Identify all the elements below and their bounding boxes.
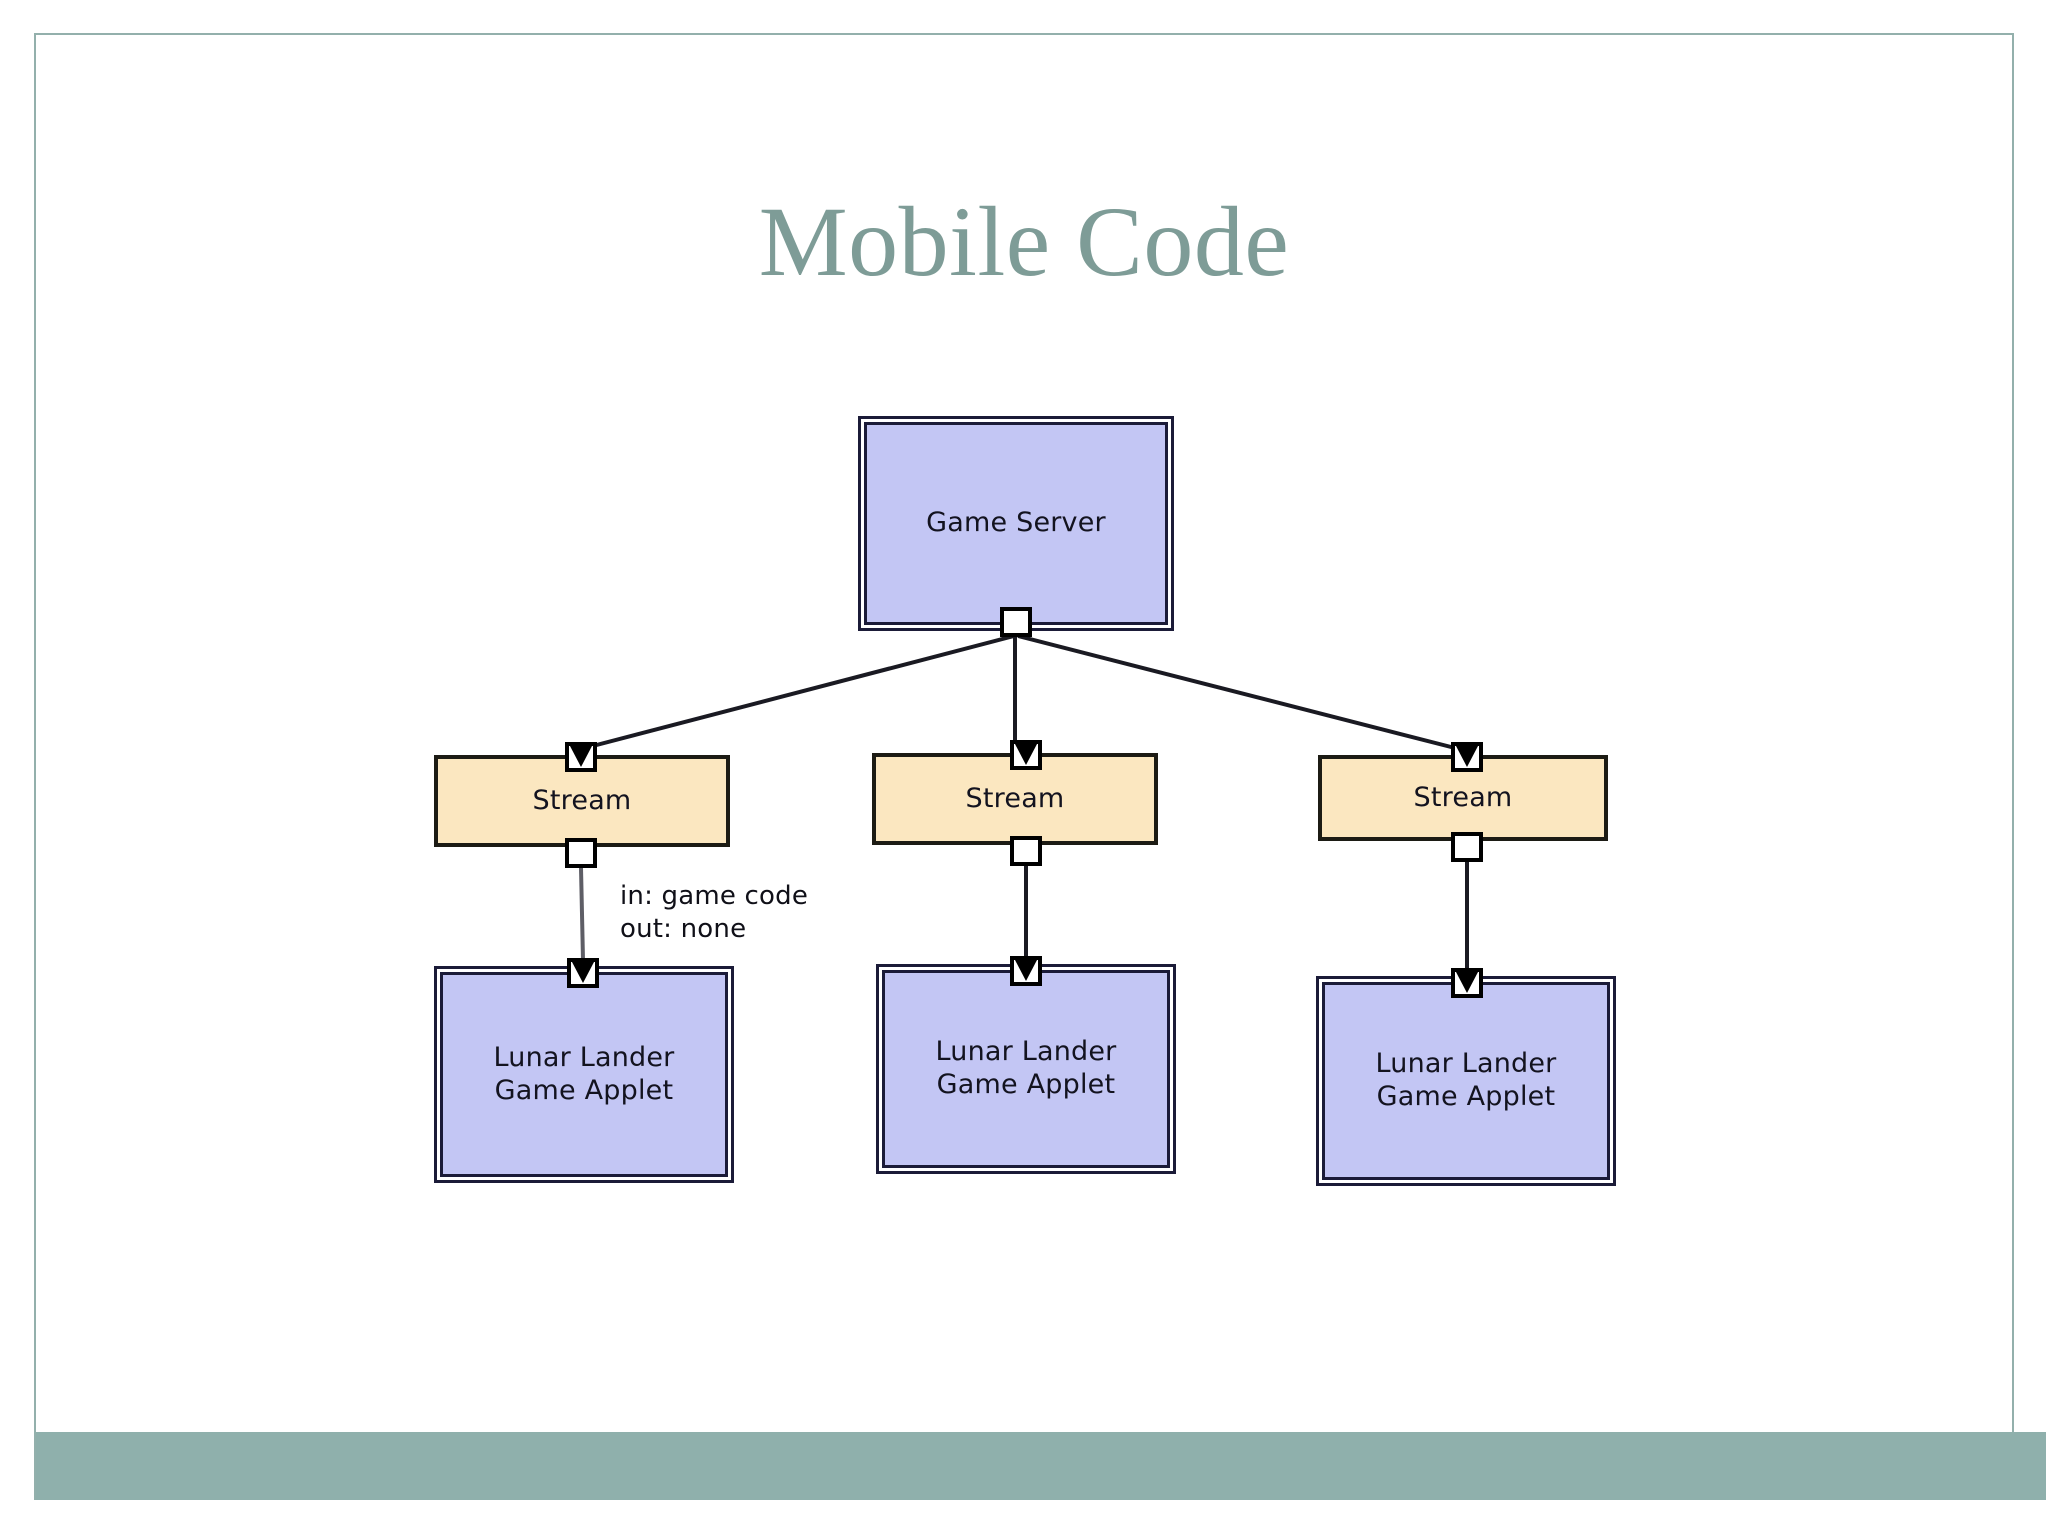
node-lunar-lander-applet-2-label: Lunar Lander Game Applet: [935, 1036, 1117, 1100]
node-stream-3-label: Stream: [1413, 781, 1513, 813]
node-lunar-lander-applet-2[interactable]: Lunar Lander Game Applet: [876, 964, 1176, 1174]
edge-server-to-stream-1: [584, 634, 1015, 750]
port-applet-1-in[interactable]: [567, 958, 599, 988]
node-stream-2-label: Stream: [965, 782, 1065, 814]
edge-annotation-stream-1: in: game code out: none: [620, 881, 809, 945]
node-lunar-lander-applet-3[interactable]: Lunar Lander Game Applet: [1316, 976, 1616, 1186]
node-lunar-lander-applet-1[interactable]: Lunar Lander Game Applet: [434, 966, 734, 1183]
page-title: Mobile Code: [758, 186, 1290, 297]
port-stream-1-in[interactable]: [565, 742, 597, 772]
port-game-server-out[interactable]: [1000, 607, 1032, 637]
port-stream-3-out[interactable]: [1451, 832, 1483, 862]
node-game-server-label: Game Server: [926, 507, 1106, 539]
edge-server-to-stream-3: [1017, 634, 1456, 750]
port-applet-3-in[interactable]: [1451, 968, 1483, 998]
slide-footer-bar: [36, 1432, 2046, 1500]
node-game-server[interactable]: Game Server: [858, 416, 1174, 631]
edge-stream-1-to-applet-1: [579, 867, 585, 961]
node-lunar-lander-applet-1-label: Lunar Lander Game Applet: [493, 1041, 675, 1106]
port-stream-2-out[interactable]: [1010, 836, 1042, 866]
port-stream-3-in[interactable]: [1451, 742, 1483, 772]
port-stream-1-out[interactable]: [565, 838, 597, 868]
node-lunar-lander-applet-3-label: Lunar Lander Game Applet: [1375, 1048, 1557, 1112]
port-applet-2-in[interactable]: [1010, 956, 1042, 986]
node-stream-1-label: Stream: [532, 784, 632, 816]
port-stream-2-in[interactable]: [1010, 740, 1042, 770]
